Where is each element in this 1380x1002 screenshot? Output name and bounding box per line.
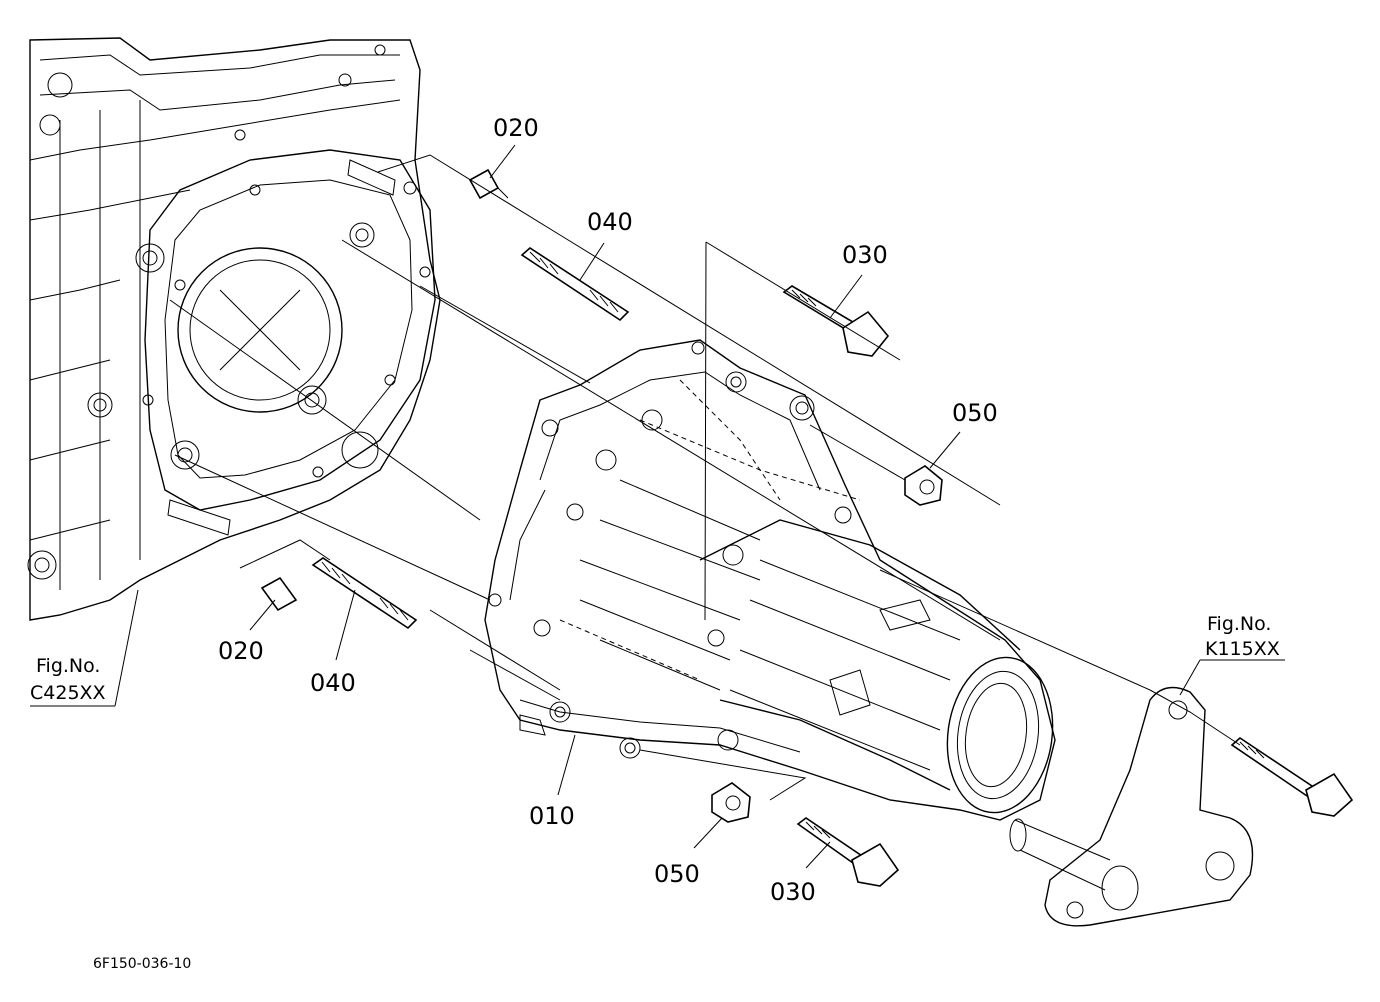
pin-020-top bbox=[468, 168, 509, 200]
fig-ref-right-line2: K115XX bbox=[1205, 638, 1280, 660]
nut-050-bottom bbox=[711, 782, 751, 823]
callout-030-top: 030 bbox=[842, 241, 888, 269]
fig-ref-right-line1: Fig.No. bbox=[1207, 613, 1271, 635]
stud-040-top bbox=[520, 246, 630, 322]
callout-020-bottom: 020 bbox=[218, 637, 264, 665]
pin-020-bottom bbox=[260, 576, 298, 612]
callout-010: 010 bbox=[529, 802, 575, 830]
nut-050-top bbox=[904, 465, 943, 506]
bolt-030-top bbox=[782, 285, 890, 357]
callout-030-bottom: 030 bbox=[770, 878, 816, 906]
bolt-030-bottom bbox=[796, 817, 900, 887]
callout-050-bottom: 050 bbox=[654, 860, 700, 888]
callout-050-top: 050 bbox=[952, 399, 998, 427]
transmission-case bbox=[484, 339, 1056, 821]
engine-block-housing bbox=[27, 37, 441, 621]
callout-leaders bbox=[30, 144, 1285, 869]
stud-040-bottom bbox=[311, 557, 418, 630]
drawing-code: 6F150-036-10 bbox=[93, 956, 191, 972]
callout-040-top: 040 bbox=[587, 208, 633, 236]
fig-ref-left-line2: C425XX bbox=[30, 682, 106, 704]
fig-ref-left-line1: Fig.No. bbox=[36, 655, 100, 677]
assembly-guide-lines bbox=[169, 154, 1241, 801]
mounting-bracket bbox=[1009, 686, 1254, 927]
callout-040-bottom: 040 bbox=[310, 669, 356, 697]
bolt-bracket-right bbox=[1230, 736, 1354, 817]
callout-020-top: 020 bbox=[493, 114, 539, 142]
